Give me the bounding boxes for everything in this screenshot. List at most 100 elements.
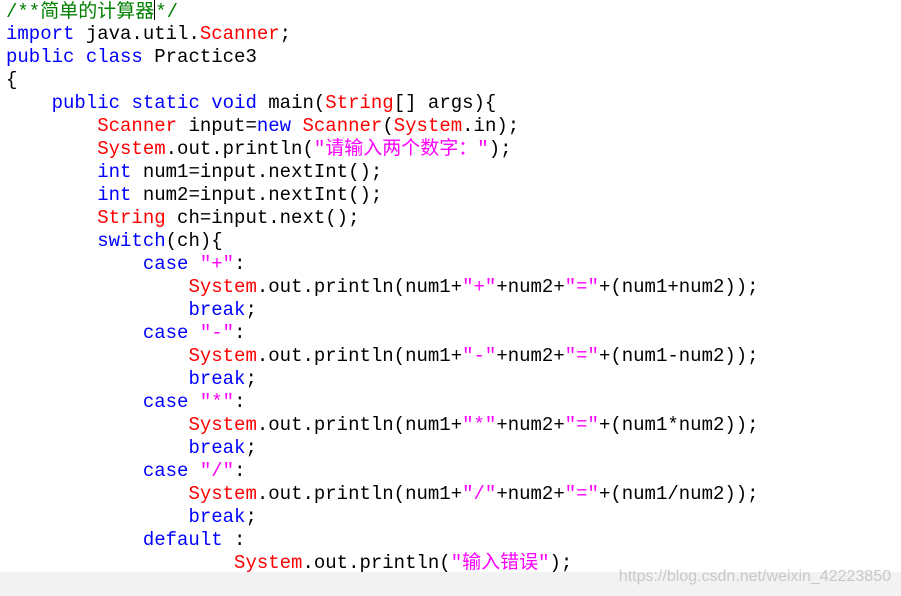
code-token-string: "请输入两个数字：" bbox=[313, 138, 489, 160]
code-token-plain: +(num1-num2)); bbox=[598, 345, 759, 367]
code-line[interactable]: break; bbox=[6, 506, 257, 529]
code-line[interactable]: int num1=input.nextInt(); bbox=[6, 161, 382, 184]
code-line[interactable]: break; bbox=[6, 437, 257, 460]
code-token-plain: .out.println(num1+ bbox=[256, 276, 463, 298]
code-token-keyword: break bbox=[188, 437, 246, 459]
code-token-plain bbox=[188, 322, 199, 344]
code-line[interactable]: default : bbox=[6, 529, 246, 552]
code-line[interactable]: System.out.println("请输入两个数字："); bbox=[6, 138, 512, 161]
code-line[interactable]: break; bbox=[6, 299, 257, 322]
code-line[interactable]: import java.util.Scanner; bbox=[6, 23, 291, 46]
code-token-type: Scanner bbox=[97, 115, 178, 137]
code-token-string: "-" bbox=[199, 322, 235, 344]
code-token-plain: ; bbox=[245, 437, 257, 459]
code-line[interactable]: case "/": bbox=[6, 460, 246, 483]
code-token-keyword: int bbox=[97, 161, 132, 183]
code-token-plain bbox=[6, 460, 143, 482]
code-token-plain: ; bbox=[279, 23, 292, 45]
code-editor[interactable]: /**简单的计算器*/import java.util.Scanner;publ… bbox=[0, 0, 901, 572]
code-token-plain: ; bbox=[245, 506, 257, 528]
code-token-plain bbox=[6, 391, 143, 413]
code-token-plain bbox=[291, 115, 302, 137]
code-token-keyword: new bbox=[256, 115, 292, 137]
code-token-plain bbox=[6, 506, 188, 528]
code-token-plain bbox=[120, 92, 131, 114]
code-token-plain bbox=[6, 253, 143, 275]
code-token-type: System bbox=[234, 552, 303, 572]
code-token-type: String bbox=[97, 207, 166, 229]
code-token-keyword: static bbox=[131, 92, 200, 114]
code-line[interactable]: System.out.println(num1+"+"+num2+"="+(nu… bbox=[6, 276, 758, 299]
code-token-plain: : bbox=[222, 529, 246, 551]
code-token-plain: +num2+ bbox=[496, 483, 565, 505]
code-token-keyword: int bbox=[97, 184, 132, 206]
code-token-plain: .out.println(num1+ bbox=[256, 414, 463, 436]
code-token-type: System bbox=[393, 115, 463, 137]
code-line[interactable]: System.out.println(num1+"*"+num2+"="+(nu… bbox=[6, 414, 759, 437]
code-line[interactable]: System.out.println(num1+"/"+num2+"="+(nu… bbox=[6, 483, 758, 506]
code-token-plain: +num2+ bbox=[496, 345, 565, 367]
code-token-keyword: switch bbox=[97, 230, 166, 252]
code-line[interactable]: case "*": bbox=[6, 391, 246, 414]
code-token-plain: ); bbox=[488, 138, 512, 160]
code-token-keyword: break bbox=[188, 368, 246, 390]
code-token-plain: ); bbox=[549, 552, 573, 572]
code-token-string: "输入错误" bbox=[450, 552, 550, 572]
code-token-string: "/" bbox=[462, 483, 497, 505]
code-token-plain bbox=[6, 529, 143, 551]
code-token-plain: java.util. bbox=[74, 23, 200, 45]
code-token-comment: */ bbox=[155, 1, 179, 23]
code-token-string: "=" bbox=[564, 276, 599, 298]
code-line[interactable]: String ch=input.next(); bbox=[6, 207, 359, 230]
code-token-plain: num2=input.nextInt(); bbox=[131, 184, 383, 206]
code-token-plain bbox=[6, 207, 97, 229]
code-token-comment: /**简单的计算器 bbox=[6, 1, 155, 23]
code-token-plain bbox=[6, 437, 188, 459]
code-line[interactable]: break; bbox=[6, 368, 257, 391]
code-line[interactable]: System.out.println(num1+"-"+num2+"="+(nu… bbox=[6, 345, 759, 368]
code-line[interactable]: System.out.println("输入错误"); bbox=[6, 552, 572, 572]
code-token-plain: .in); bbox=[462, 115, 520, 137]
code-token-keyword: case bbox=[142, 253, 189, 275]
code-line[interactable]: { bbox=[6, 69, 17, 92]
bottom-strip bbox=[0, 572, 901, 596]
code-token-type: Scanner bbox=[302, 115, 383, 137]
code-token-plain bbox=[74, 46, 85, 68]
code-line[interactable]: int num2=input.nextInt(); bbox=[6, 184, 382, 207]
code-line[interactable]: switch(ch){ bbox=[6, 230, 222, 253]
code-token-plain: ; bbox=[245, 368, 257, 390]
code-token-plain: +num2+ bbox=[496, 276, 565, 298]
code-line[interactable]: public static void main(String[] args){ bbox=[6, 92, 497, 115]
code-line[interactable]: case "+": bbox=[6, 253, 246, 276]
code-token-plain: [] args){ bbox=[393, 92, 497, 114]
code-token-plain bbox=[6, 414, 188, 436]
code-token-plain: main( bbox=[256, 92, 326, 114]
code-token-plain: : bbox=[234, 391, 246, 413]
code-token-plain bbox=[6, 138, 97, 160]
code-token-plain bbox=[188, 460, 199, 482]
code-token-keyword: case bbox=[142, 460, 189, 482]
code-token-type: System bbox=[188, 414, 257, 436]
code-line[interactable]: public class Practice3 bbox=[6, 46, 257, 69]
code-token-string: "*" bbox=[462, 414, 497, 436]
code-token-type: System bbox=[188, 345, 257, 367]
code-token-plain: .out.println( bbox=[165, 138, 314, 160]
code-token-plain bbox=[6, 368, 188, 390]
code-line[interactable]: case "-": bbox=[6, 322, 246, 345]
code-token-plain: num1=input.nextInt(); bbox=[131, 161, 383, 183]
code-token-plain: : bbox=[234, 322, 246, 344]
code-token-plain bbox=[6, 184, 97, 206]
code-token-keyword: case bbox=[142, 322, 189, 344]
code-token-string: "=" bbox=[564, 414, 599, 436]
code-token-plain bbox=[6, 299, 188, 321]
code-token-plain: +(num1*num2)); bbox=[598, 414, 759, 436]
code-line[interactable]: Scanner input=new Scanner(System.in); bbox=[6, 115, 519, 138]
code-token-keyword: public bbox=[6, 46, 75, 68]
code-token-plain: : bbox=[234, 253, 246, 275]
code-token-string: "=" bbox=[564, 345, 599, 367]
code-token-plain: ; bbox=[245, 299, 257, 321]
code-token-keyword: void bbox=[211, 92, 257, 114]
code-line[interactable]: /**简单的计算器*/ bbox=[6, 0, 178, 23]
code-token-plain bbox=[6, 276, 188, 298]
code-token-plain: .out.println( bbox=[302, 552, 451, 572]
